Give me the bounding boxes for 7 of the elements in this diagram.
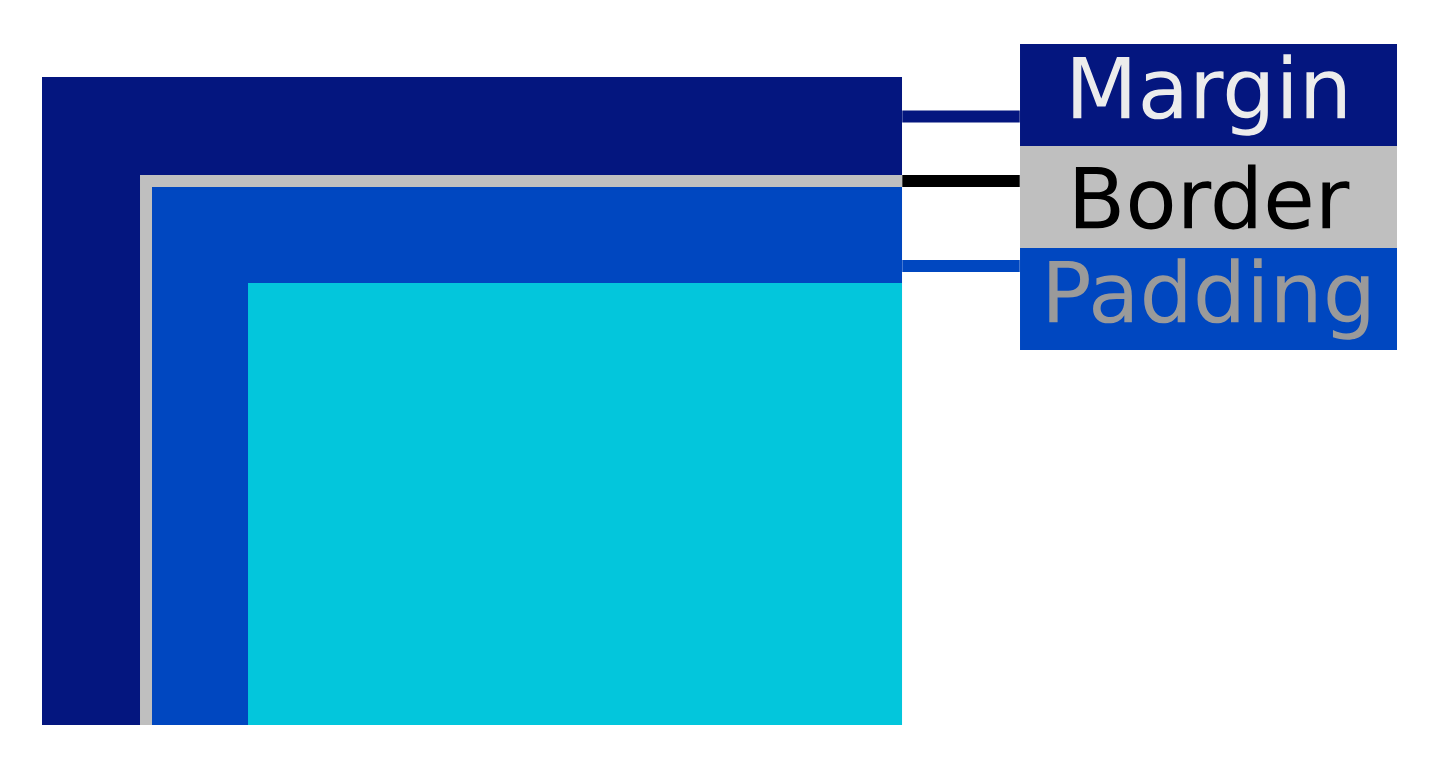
label-box: Padding xyxy=(1020,248,1397,350)
leader-line xyxy=(902,260,1020,272)
leader-line xyxy=(902,175,1020,187)
label-box: Margin xyxy=(1020,44,1397,146)
label-box: Border xyxy=(1020,146,1397,248)
leader-line xyxy=(902,110,1020,123)
content-area xyxy=(248,283,902,725)
